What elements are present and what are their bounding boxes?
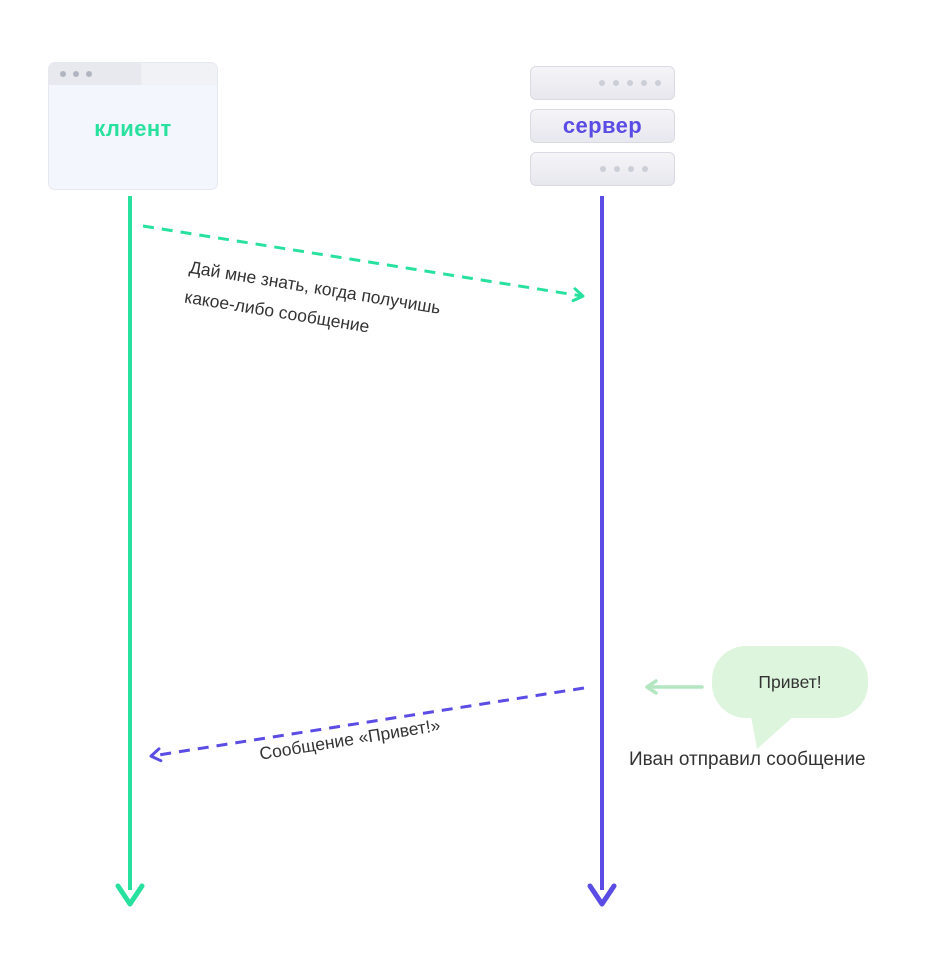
led-dot-icon [599, 80, 605, 86]
rack-led-dots [600, 166, 648, 172]
request-arrow [142, 224, 585, 303]
led-dot-icon [614, 166, 620, 172]
server-icon: сервер [530, 66, 675, 186]
led-dot-icon [613, 80, 619, 86]
server-lifeline-arrowhead-icon [587, 883, 617, 907]
led-dot-icon [655, 80, 661, 86]
led-dot-icon [600, 166, 606, 172]
server-label: сервер [562, 113, 643, 138]
window-dot-icon [73, 71, 79, 77]
client-window-icon: клиент [48, 62, 218, 190]
speech-bubble: Привет! [712, 646, 868, 718]
rack-led-dots [599, 80, 661, 86]
client-label: клиент [94, 116, 172, 141]
led-dot-icon [627, 80, 633, 86]
led-dot-icon [641, 80, 647, 86]
window-dot-icon [60, 71, 66, 77]
window-titlebar [49, 63, 217, 85]
led-dot-icon [628, 166, 634, 172]
event-caption: Иван отправил сообщение [629, 749, 866, 770]
server-rack-unit: сервер [530, 109, 675, 143]
window-dot-icon [86, 71, 92, 77]
speech-bubble-text: Привет! [758, 671, 822, 692]
client-lifeline-arrowhead-icon [115, 883, 145, 907]
server-rack-unit [530, 152, 675, 186]
server-rack-unit [530, 66, 675, 100]
led-dot-icon [642, 166, 648, 172]
response-arrow [149, 686, 585, 763]
